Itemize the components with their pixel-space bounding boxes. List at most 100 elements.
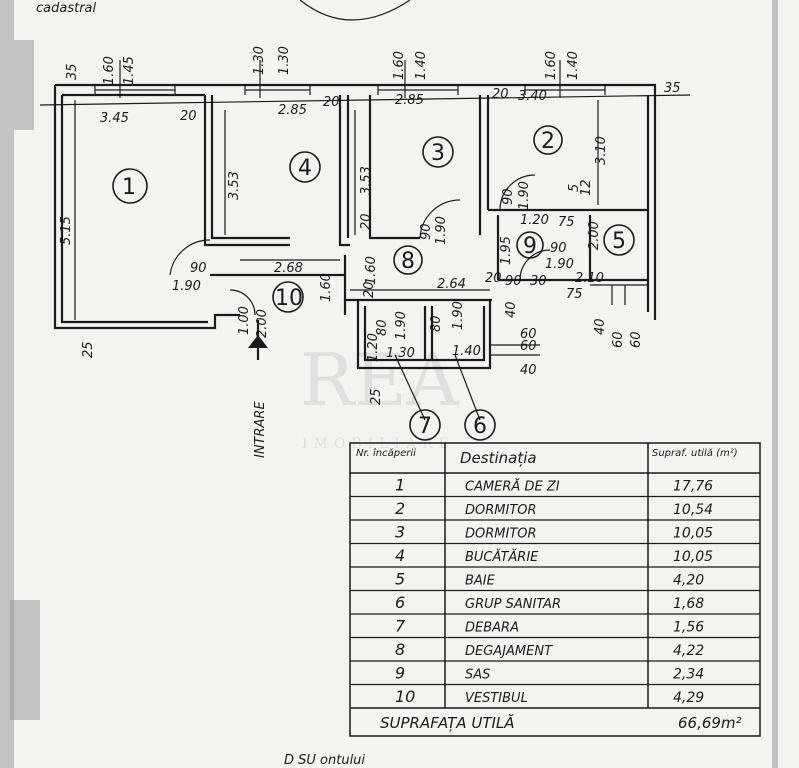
dim-label: 75: [566, 287, 583, 302]
dim-label: 1.40: [452, 344, 481, 359]
table-header-destination: Destinația: [460, 449, 537, 467]
dim-label: 1.90: [451, 301, 466, 330]
dim-label: 1.90: [172, 279, 201, 294]
dim-label: 1.40: [566, 51, 581, 80]
dim-label: 12: [579, 179, 594, 196]
dim-label: 60: [629, 331, 644, 348]
windows: [94, 85, 606, 95]
dim-label: 3.53: [227, 171, 242, 200]
dim-label: 40: [593, 318, 608, 335]
door-swings: [169, 174, 551, 316]
table-cell-nr: 6: [395, 593, 405, 612]
table-header-nr: Nr. încăperii: [356, 447, 416, 459]
table-cell-destination: DORMITOR: [465, 527, 537, 542]
dim-label: 1.60: [392, 51, 407, 80]
dim-label: 90: [550, 241, 567, 256]
room-markers: 1 2 3 4 5 6 7 8 9 10: [112, 125, 635, 441]
dim-label: 75: [558, 215, 575, 230]
table-cell-area: 4,22: [673, 643, 704, 659]
dim-label: 1.30: [386, 346, 415, 361]
dim-label: 1.30: [252, 46, 267, 75]
table-cell-area: 10,54: [673, 502, 713, 518]
room-1-number: 1: [122, 175, 136, 200]
table-cell-area: 1,56: [673, 620, 704, 636]
room-1-marker: [112, 168, 148, 204]
dim-label: 3.10: [594, 136, 609, 165]
dim-label: 2.64: [437, 277, 466, 292]
table-cell-nr: 5: [395, 570, 405, 589]
dim-label: 2.68: [274, 261, 303, 276]
table-cell-area: 2,34: [673, 667, 704, 683]
dim-label: 90: [505, 274, 522, 289]
room-2-marker: [533, 125, 563, 155]
table-header-area: Supraf. utilă (m²): [652, 448, 738, 459]
table-cell-area: 4,29: [673, 690, 704, 706]
dim-label: 60: [611, 331, 626, 348]
dim-label: 40: [520, 363, 537, 378]
scan-artifact: [0, 0, 778, 768]
room-10-marker: [272, 281, 304, 313]
dim-label: 1.60: [319, 273, 334, 302]
room-8-number: 8: [401, 249, 415, 274]
watermark-logo: REA: [300, 338, 460, 422]
room-8-marker: [393, 245, 423, 275]
table-cell-destination: DORMITOR: [465, 503, 537, 518]
table-cell-area: 10,05: [673, 549, 713, 565]
dim-label: 90: [501, 188, 516, 205]
dim-label: 80: [375, 319, 390, 336]
dim-label: 1.20: [366, 333, 381, 362]
dim-label: 20: [362, 281, 377, 298]
stamp-fragment: [299, 0, 411, 21]
cadastral-fragment: cadastral: [36, 1, 97, 16]
dim-label: 60: [520, 339, 537, 354]
entrance-arrow: [248, 320, 268, 360]
table-cell-nr: 10: [395, 687, 415, 706]
dimension-lines: [39, 60, 691, 421]
dim-label: 3.53: [359, 166, 374, 195]
room-4-number: 4: [298, 156, 312, 181]
dim-label: 25: [81, 341, 96, 358]
dim-label: 3.40: [518, 89, 547, 104]
interior-walls: [203, 95, 648, 360]
dim-label: 3.45: [100, 111, 129, 126]
dim-label: 1.90: [434, 216, 449, 245]
table-cell-destination: SAS: [465, 668, 490, 683]
dim-label: 35: [664, 81, 681, 96]
outer-walls: [53, 83, 657, 370]
dim-label: 90: [419, 223, 434, 240]
room-10-number: 10: [275, 286, 303, 311]
table-cell-nr: 8: [395, 640, 405, 659]
dim-label: 20: [359, 213, 374, 230]
dim-label: 20: [485, 271, 502, 286]
room-3-marker: [422, 136, 454, 168]
entrance-label: INTRARE: [253, 401, 268, 458]
dimension-labels: 1.60 1.45 1.30 1.30 1.60 1.40 1.60 1.40 …: [59, 46, 681, 405]
dim-label: 80: [429, 315, 444, 332]
dim-label: 5.15: [59, 216, 74, 245]
table-cell-area: 10,05: [673, 526, 713, 542]
dim-label: 1.60: [544, 51, 559, 80]
room-6-marker: [464, 409, 496, 441]
room-3-number: 3: [431, 141, 445, 166]
dim-label: 90: [190, 261, 207, 276]
table-cell-nr: 9: [395, 664, 405, 683]
dim-label: 20: [492, 87, 509, 102]
watermark-subtitle: IMOBILIARE: [302, 436, 455, 452]
table-cell-destination: GRUP SANITAR: [465, 597, 561, 612]
room-2-number: 2: [541, 129, 555, 154]
table-cell-destination: DEBARA: [465, 621, 519, 636]
dim-label: 1.60: [102, 56, 117, 85]
room-7-marker: [409, 409, 441, 441]
dim-label: 20: [180, 109, 197, 124]
dim-label: 2.00: [255, 309, 270, 338]
table-cell-area: 4,20: [673, 573, 704, 589]
room-9-number: 9: [523, 234, 537, 259]
table-cell-destination: VESTIBUL: [465, 691, 528, 706]
table-cell-destination: BUCĂTĂRIE: [465, 549, 539, 565]
table-cell-nr: 7: [395, 617, 406, 636]
dim-label: 1.90: [545, 257, 574, 272]
table-cell-nr: 4: [395, 546, 405, 565]
dim-label: 1.20: [520, 213, 549, 228]
table-cell-destination: DEGAJAMENT: [465, 644, 553, 659]
